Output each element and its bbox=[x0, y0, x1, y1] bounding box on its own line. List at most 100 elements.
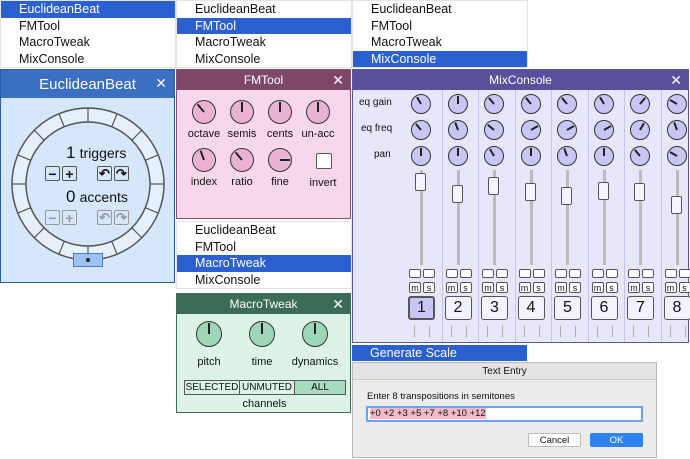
meter-button[interactable] bbox=[642, 269, 654, 278]
channel-button-5[interactable]: 5 bbox=[554, 296, 581, 320]
solo-button[interactable]: s bbox=[459, 282, 472, 293]
menu-item-mixconsole[interactable]: MixConsole bbox=[195, 272, 261, 287]
knob-time[interactable] bbox=[249, 321, 275, 347]
eq-freq-knob[interactable] bbox=[666, 120, 687, 140]
cancel-button[interactable]: Cancel bbox=[528, 433, 581, 447]
ring-step[interactable] bbox=[33, 129, 45, 141]
triggers-plus-button[interactable]: + bbox=[62, 166, 77, 182]
pan-knob[interactable] bbox=[630, 146, 650, 166]
link-button[interactable] bbox=[445, 269, 458, 278]
eq-freq-knob[interactable] bbox=[447, 120, 468, 140]
menu-item-macrotweak[interactable]: MacroTweak bbox=[177, 255, 351, 272]
meter-button[interactable] bbox=[423, 269, 435, 278]
link-button[interactable] bbox=[555, 269, 567, 278]
ring-step[interactable] bbox=[17, 207, 31, 214]
link-button[interactable] bbox=[591, 269, 604, 278]
link-button[interactable] bbox=[628, 269, 640, 278]
knob-cents[interactable] bbox=[268, 100, 292, 124]
meter-button[interactable] bbox=[678, 269, 690, 278]
eq-gain-knob[interactable] bbox=[593, 94, 614, 114]
menu-item-euclideanbeat[interactable]: EuclideanBeat bbox=[195, 223, 276, 237]
ring-step[interactable] bbox=[33, 227, 45, 239]
mode-selected-button[interactable]: SELECTED bbox=[185, 381, 240, 394]
eq-gain-knob[interactable] bbox=[520, 94, 541, 114]
close-icon[interactable]: ✕ bbox=[670, 72, 682, 88]
fader-thumb[interactable] bbox=[597, 182, 609, 200]
fader-thumb[interactable] bbox=[524, 183, 536, 201]
solo-button[interactable]: s bbox=[423, 282, 435, 293]
mute-button[interactable]: m bbox=[555, 282, 567, 293]
ring-step[interactable] bbox=[111, 241, 118, 255]
link-button[interactable] bbox=[518, 269, 531, 278]
eq-gain-knob[interactable] bbox=[447, 94, 468, 114]
solo-button[interactable]: s bbox=[569, 282, 581, 293]
ring-step[interactable] bbox=[17, 154, 31, 161]
knob-octave[interactable] bbox=[192, 100, 216, 124]
eq-freq-knob[interactable] bbox=[630, 120, 650, 140]
link-button[interactable] bbox=[482, 269, 494, 278]
fader-track[interactable] bbox=[456, 170, 460, 265]
ring-step[interactable] bbox=[131, 129, 143, 141]
knob-pitch[interactable] bbox=[196, 321, 222, 347]
close-icon[interactable]: ✕ bbox=[332, 296, 344, 312]
pan-knob[interactable] bbox=[447, 146, 468, 166]
triggers-minus-button[interactable]: − bbox=[45, 166, 60, 182]
mute-button[interactable]: m bbox=[591, 282, 604, 293]
ok-button[interactable]: OK bbox=[590, 433, 643, 447]
close-icon[interactable]: ✕ bbox=[155, 75, 167, 91]
pan-knob[interactable] bbox=[411, 146, 431, 166]
fader-thumb[interactable] bbox=[634, 183, 645, 201]
menu-item-mixconsole[interactable]: MixConsole bbox=[19, 51, 85, 66]
menu-item-fmtool[interactable]: FMTool bbox=[177, 17, 351, 34]
menu-item-macrotweak[interactable]: MacroTweak bbox=[371, 35, 442, 49]
knob-semis[interactable] bbox=[230, 100, 254, 124]
eq-gain-knob[interactable] bbox=[557, 94, 577, 114]
menu-item-fmtool[interactable]: FMTool bbox=[195, 239, 236, 254]
meter-button[interactable] bbox=[459, 269, 472, 278]
solo-button[interactable]: s bbox=[605, 282, 618, 293]
beat-ring[interactable] bbox=[8, 104, 168, 264]
knob-fine[interactable] bbox=[268, 148, 292, 172]
mute-button[interactable]: m bbox=[518, 282, 531, 293]
meter-button[interactable] bbox=[605, 269, 618, 278]
pan-knob[interactable] bbox=[593, 146, 614, 166]
menu-item-fmtool[interactable]: FMTool bbox=[19, 18, 60, 33]
fader-track[interactable] bbox=[529, 170, 533, 265]
knob-ratio[interactable] bbox=[230, 148, 254, 172]
eq-freq-knob[interactable] bbox=[411, 120, 431, 140]
eq-gain-knob[interactable] bbox=[630, 94, 650, 114]
mute-button[interactable]: m bbox=[409, 282, 421, 293]
fader-thumb[interactable] bbox=[415, 173, 426, 191]
menu-item-euclideanbeat[interactable]: EuclideanBeat bbox=[1, 1, 175, 18]
ring-step[interactable] bbox=[58, 241, 65, 255]
link-button[interactable] bbox=[409, 269, 421, 278]
channel-button-6[interactable]: 6 bbox=[590, 296, 618, 320]
fader-track[interactable] bbox=[639, 170, 642, 265]
solo-button[interactable]: s bbox=[496, 282, 508, 293]
mute-button[interactable]: m bbox=[445, 282, 458, 293]
mode-unmuted-button[interactable]: UNMUTED bbox=[240, 381, 295, 394]
triggers-rotate-right-button[interactable]: ↷ bbox=[114, 166, 129, 181]
meter-button[interactable] bbox=[496, 269, 508, 278]
fader-track[interactable] bbox=[602, 170, 606, 265]
ring-step[interactable] bbox=[111, 113, 118, 127]
beat-marker[interactable] bbox=[73, 253, 103, 267]
fader-thumb[interactable] bbox=[561, 187, 572, 205]
solo-button[interactable]: s bbox=[678, 282, 690, 293]
link-button[interactable] bbox=[664, 269, 677, 278]
ring-step[interactable] bbox=[131, 227, 143, 239]
accents-rotate-right-button[interactable]: ↷ bbox=[114, 210, 129, 225]
accents-minus-button[interactable]: − bbox=[45, 210, 60, 226]
pan-knob[interactable] bbox=[520, 146, 541, 166]
fader-track[interactable] bbox=[675, 170, 679, 265]
solo-button[interactable]: s bbox=[532, 282, 545, 293]
mute-button[interactable]: m bbox=[664, 282, 677, 293]
eq-gain-knob[interactable] bbox=[411, 94, 431, 114]
ring-step[interactable] bbox=[145, 154, 159, 161]
channel-button-1[interactable]: 1 bbox=[408, 296, 435, 320]
generate-scale-menu-item[interactable]: Generate Scale bbox=[352, 345, 527, 361]
channel-button-2[interactable]: 2 bbox=[444, 296, 472, 320]
accents-plus-button[interactable]: + bbox=[62, 210, 77, 226]
pan-knob[interactable] bbox=[484, 146, 504, 166]
menu-item-mixconsole[interactable]: MixConsole bbox=[195, 51, 261, 66]
